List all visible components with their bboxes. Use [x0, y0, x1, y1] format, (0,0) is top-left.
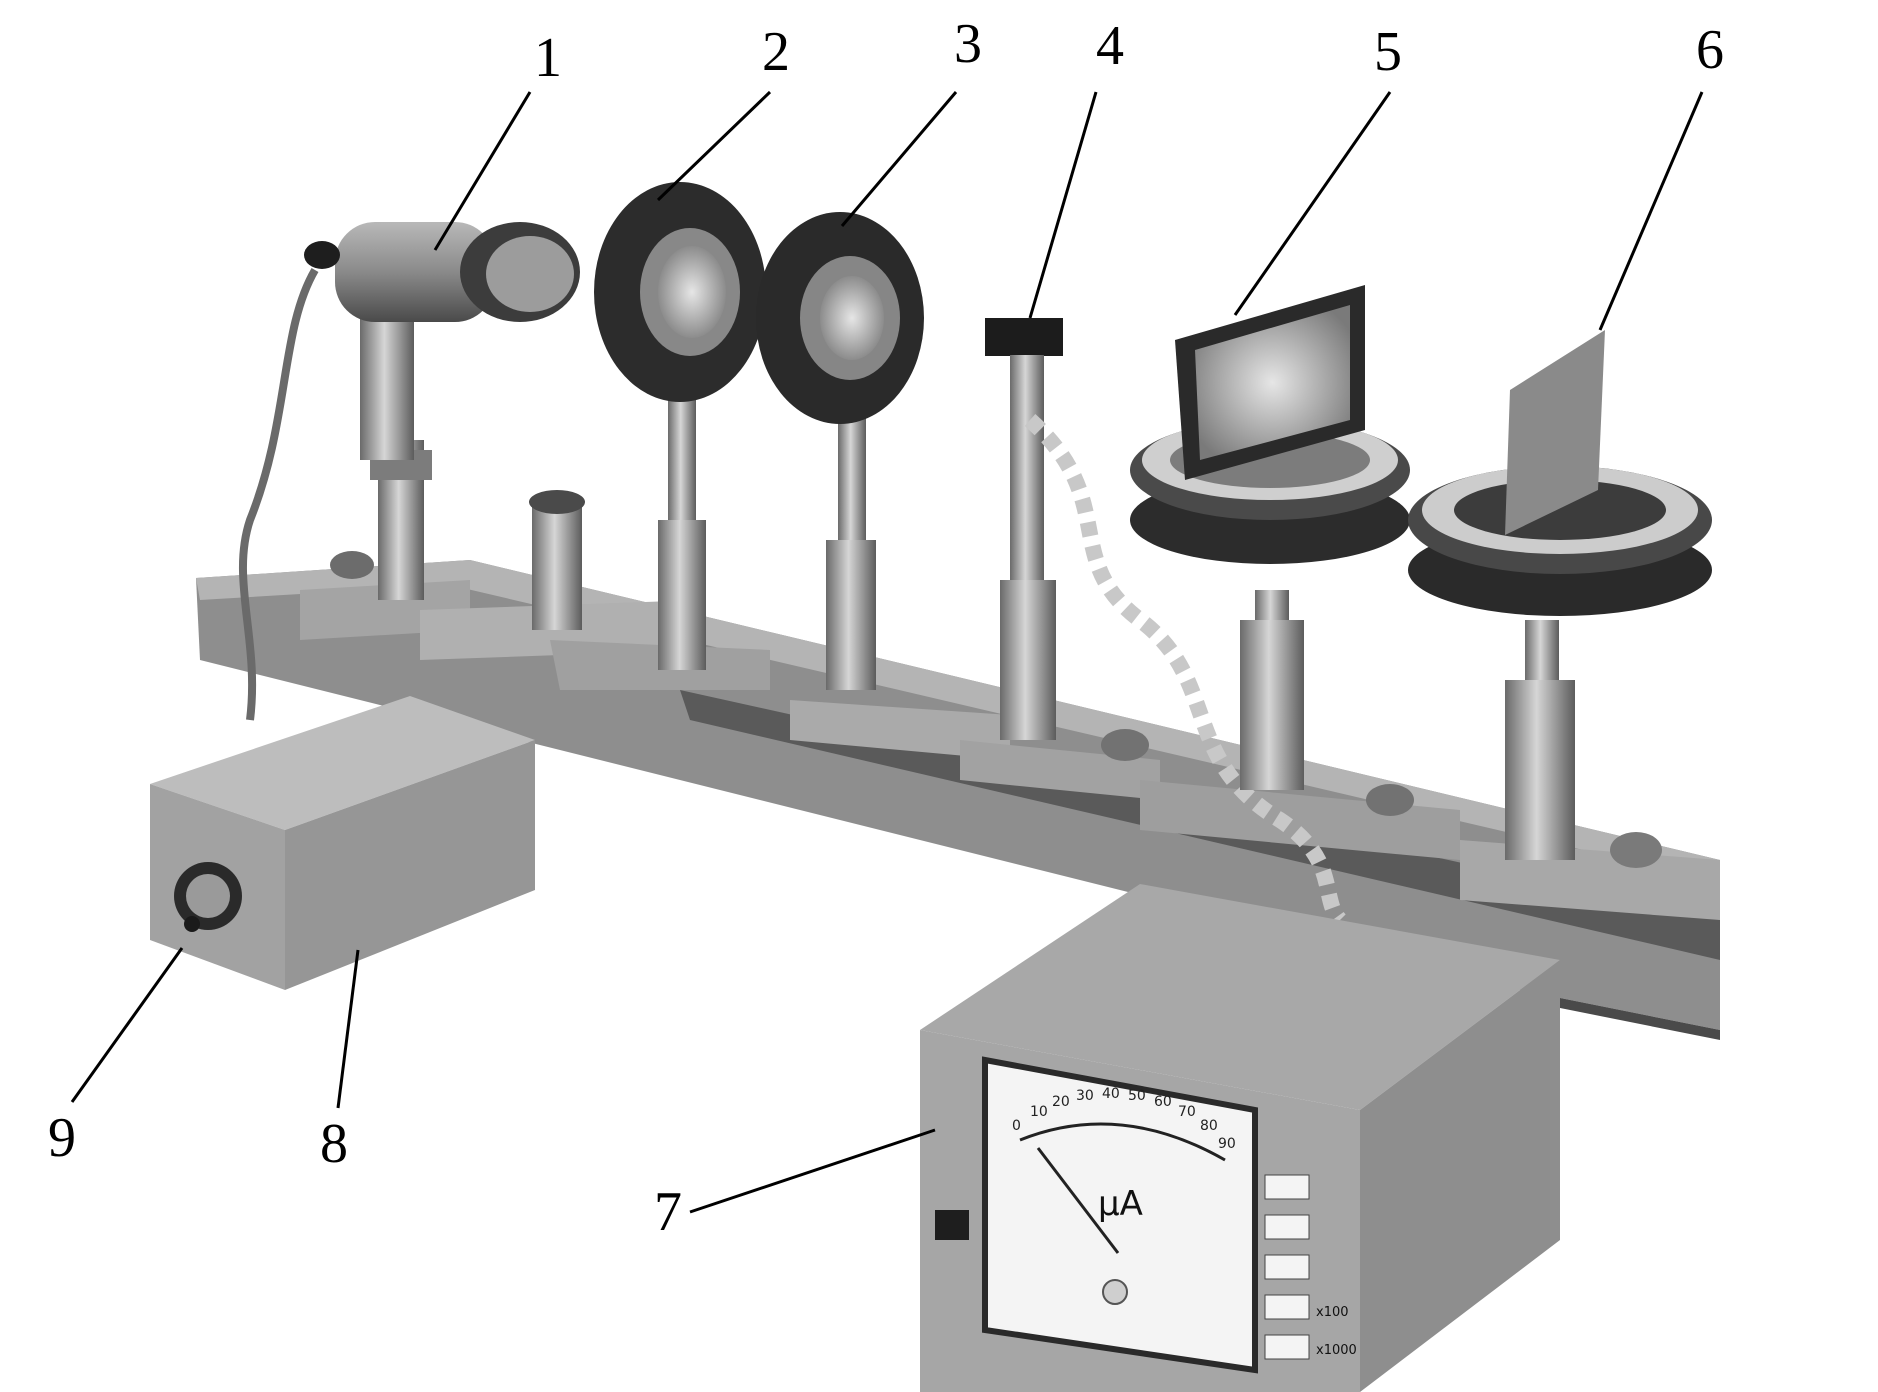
leader-lines: [70, 90, 1704, 1214]
empty-post: [529, 490, 585, 630]
meter-scale-label: 80: [1200, 1118, 1218, 1134]
power-supply-box: [150, 696, 535, 990]
meter-unit-label: µA: [1098, 1184, 1143, 1224]
callout-3: 3: [954, 13, 982, 75]
lens-2: [594, 182, 766, 670]
callout-4: 4: [1096, 15, 1124, 77]
light-source-lamp: [238, 222, 580, 721]
meter-scale: 0 10 20 30 40 50 60 70 80 90 µA x100 x10…: [1012, 1086, 1357, 1358]
microammeter-box: [920, 884, 1560, 1392]
range-label-x1000: x1000: [1316, 1343, 1357, 1358]
meter-scale-label: 50: [1128, 1088, 1146, 1104]
analyzer-plate: [1408, 330, 1712, 860]
callout-6: 6: [1696, 19, 1724, 81]
meter-scale-label: 40: [1102, 1086, 1120, 1102]
meter-scale-label: 10: [1030, 1104, 1048, 1120]
callout-8: 8: [320, 1113, 348, 1175]
meter-scale-label: 90: [1218, 1136, 1236, 1152]
callout-2: 2: [762, 21, 790, 83]
callout-7: 7: [654, 1181, 682, 1243]
meter-scale-label: 30: [1076, 1088, 1094, 1104]
polarizer-plate: [1130, 285, 1410, 790]
lens-3: [756, 212, 924, 690]
meter-scale-label: 20: [1052, 1094, 1070, 1110]
meter-scale-label: 60: [1154, 1094, 1172, 1110]
callout-9: 9: [48, 1107, 76, 1169]
photodetector: [985, 318, 1347, 926]
meter-scale-label: 0: [1012, 1118, 1021, 1134]
callout-5: 5: [1374, 21, 1402, 83]
meter-scale-label: 70: [1178, 1104, 1196, 1120]
range-label-x100: x100: [1316, 1305, 1349, 1320]
callout-1: 1: [534, 27, 562, 89]
